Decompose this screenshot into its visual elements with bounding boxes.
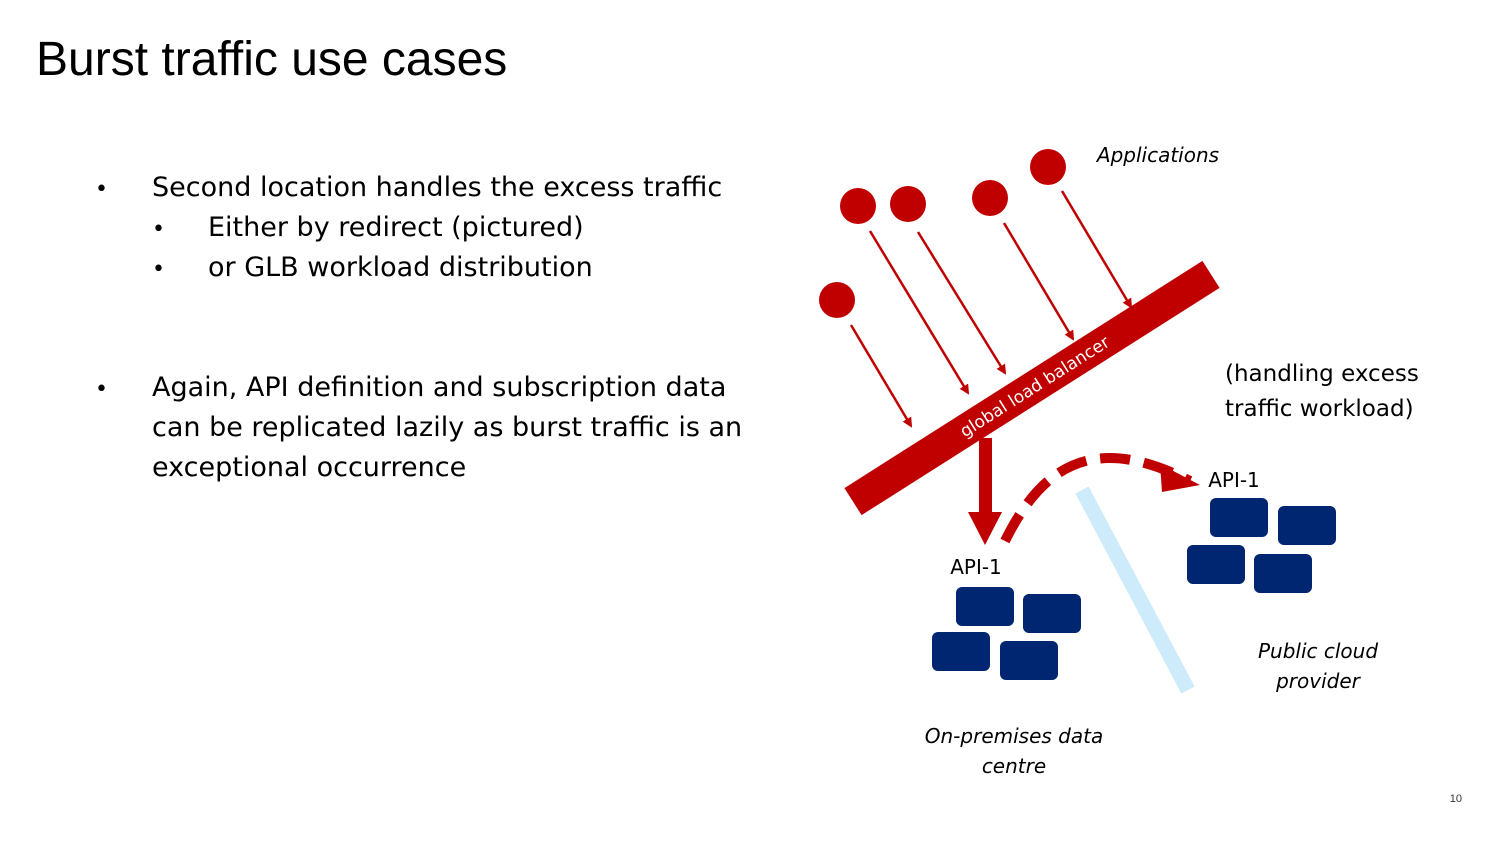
route-arrow-head bbox=[968, 512, 1002, 545]
onprem-location-label-line-2: centre bbox=[982, 754, 1046, 778]
redirect-arc bbox=[1000, 453, 1193, 544]
bullet-marker: • bbox=[152, 257, 165, 282]
bullet-2-line-2: can be replicated lazily as burst traffi… bbox=[152, 412, 743, 443]
request-arrow bbox=[1002, 222, 1075, 341]
cloud-api-label: API-1 bbox=[1208, 468, 1260, 492]
bullet-2-line-1: Again, API definition and subscription d… bbox=[152, 372, 727, 403]
bullet-marker: • bbox=[95, 177, 108, 202]
request-arrow bbox=[1060, 190, 1133, 309]
application-node bbox=[840, 188, 876, 224]
api-instance bbox=[1278, 506, 1336, 545]
global-load-balancer-label: global load balancer bbox=[957, 332, 1114, 442]
request-arrow bbox=[868, 230, 970, 395]
bullet-marker: • bbox=[152, 217, 165, 242]
request-arrow bbox=[916, 231, 1007, 375]
applications-label: Applications bbox=[1095, 143, 1219, 167]
redirect-arrow-head bbox=[1160, 464, 1200, 492]
onprem-location-label-line-1: On-premises data bbox=[925, 724, 1103, 748]
route-arrow-shaft bbox=[979, 438, 992, 512]
location-divider bbox=[1075, 486, 1195, 694]
application-node bbox=[972, 180, 1008, 216]
bullet-marker: • bbox=[95, 377, 108, 402]
api-instance bbox=[1210, 498, 1268, 537]
slide-title: Burst traffic use cases bbox=[36, 33, 508, 86]
application-node bbox=[890, 186, 926, 222]
bullet-1: Second location handles the excess traff… bbox=[152, 172, 723, 203]
onprem-api-label: API-1 bbox=[950, 555, 1002, 579]
api-instance bbox=[1254, 554, 1312, 593]
handling-label-line-2: traffic workload) bbox=[1225, 396, 1414, 422]
page-number: 10 bbox=[1449, 793, 1462, 805]
application-node bbox=[1030, 149, 1066, 185]
api-instance bbox=[1023, 594, 1081, 633]
handling-label-line-1: (handling excess bbox=[1225, 361, 1419, 387]
request-arrow bbox=[849, 324, 913, 428]
bullet-1-sub-1: Either by redirect (pictured) bbox=[208, 212, 584, 243]
cloud-location-label-line-1: Public cloud bbox=[1258, 639, 1378, 663]
cloud-location-label-line-2: provider bbox=[1275, 669, 1362, 693]
bullet-1-sub-2: or GLB workload distribution bbox=[208, 252, 593, 283]
api-instance bbox=[1000, 641, 1058, 680]
application-node bbox=[819, 282, 855, 318]
api-instance bbox=[956, 587, 1014, 626]
api-instance bbox=[1187, 545, 1245, 584]
bullet-2-line-3: exceptional occurrence bbox=[152, 452, 467, 483]
global-load-balancer-bar bbox=[844, 260, 1220, 516]
api-instance bbox=[932, 632, 990, 671]
